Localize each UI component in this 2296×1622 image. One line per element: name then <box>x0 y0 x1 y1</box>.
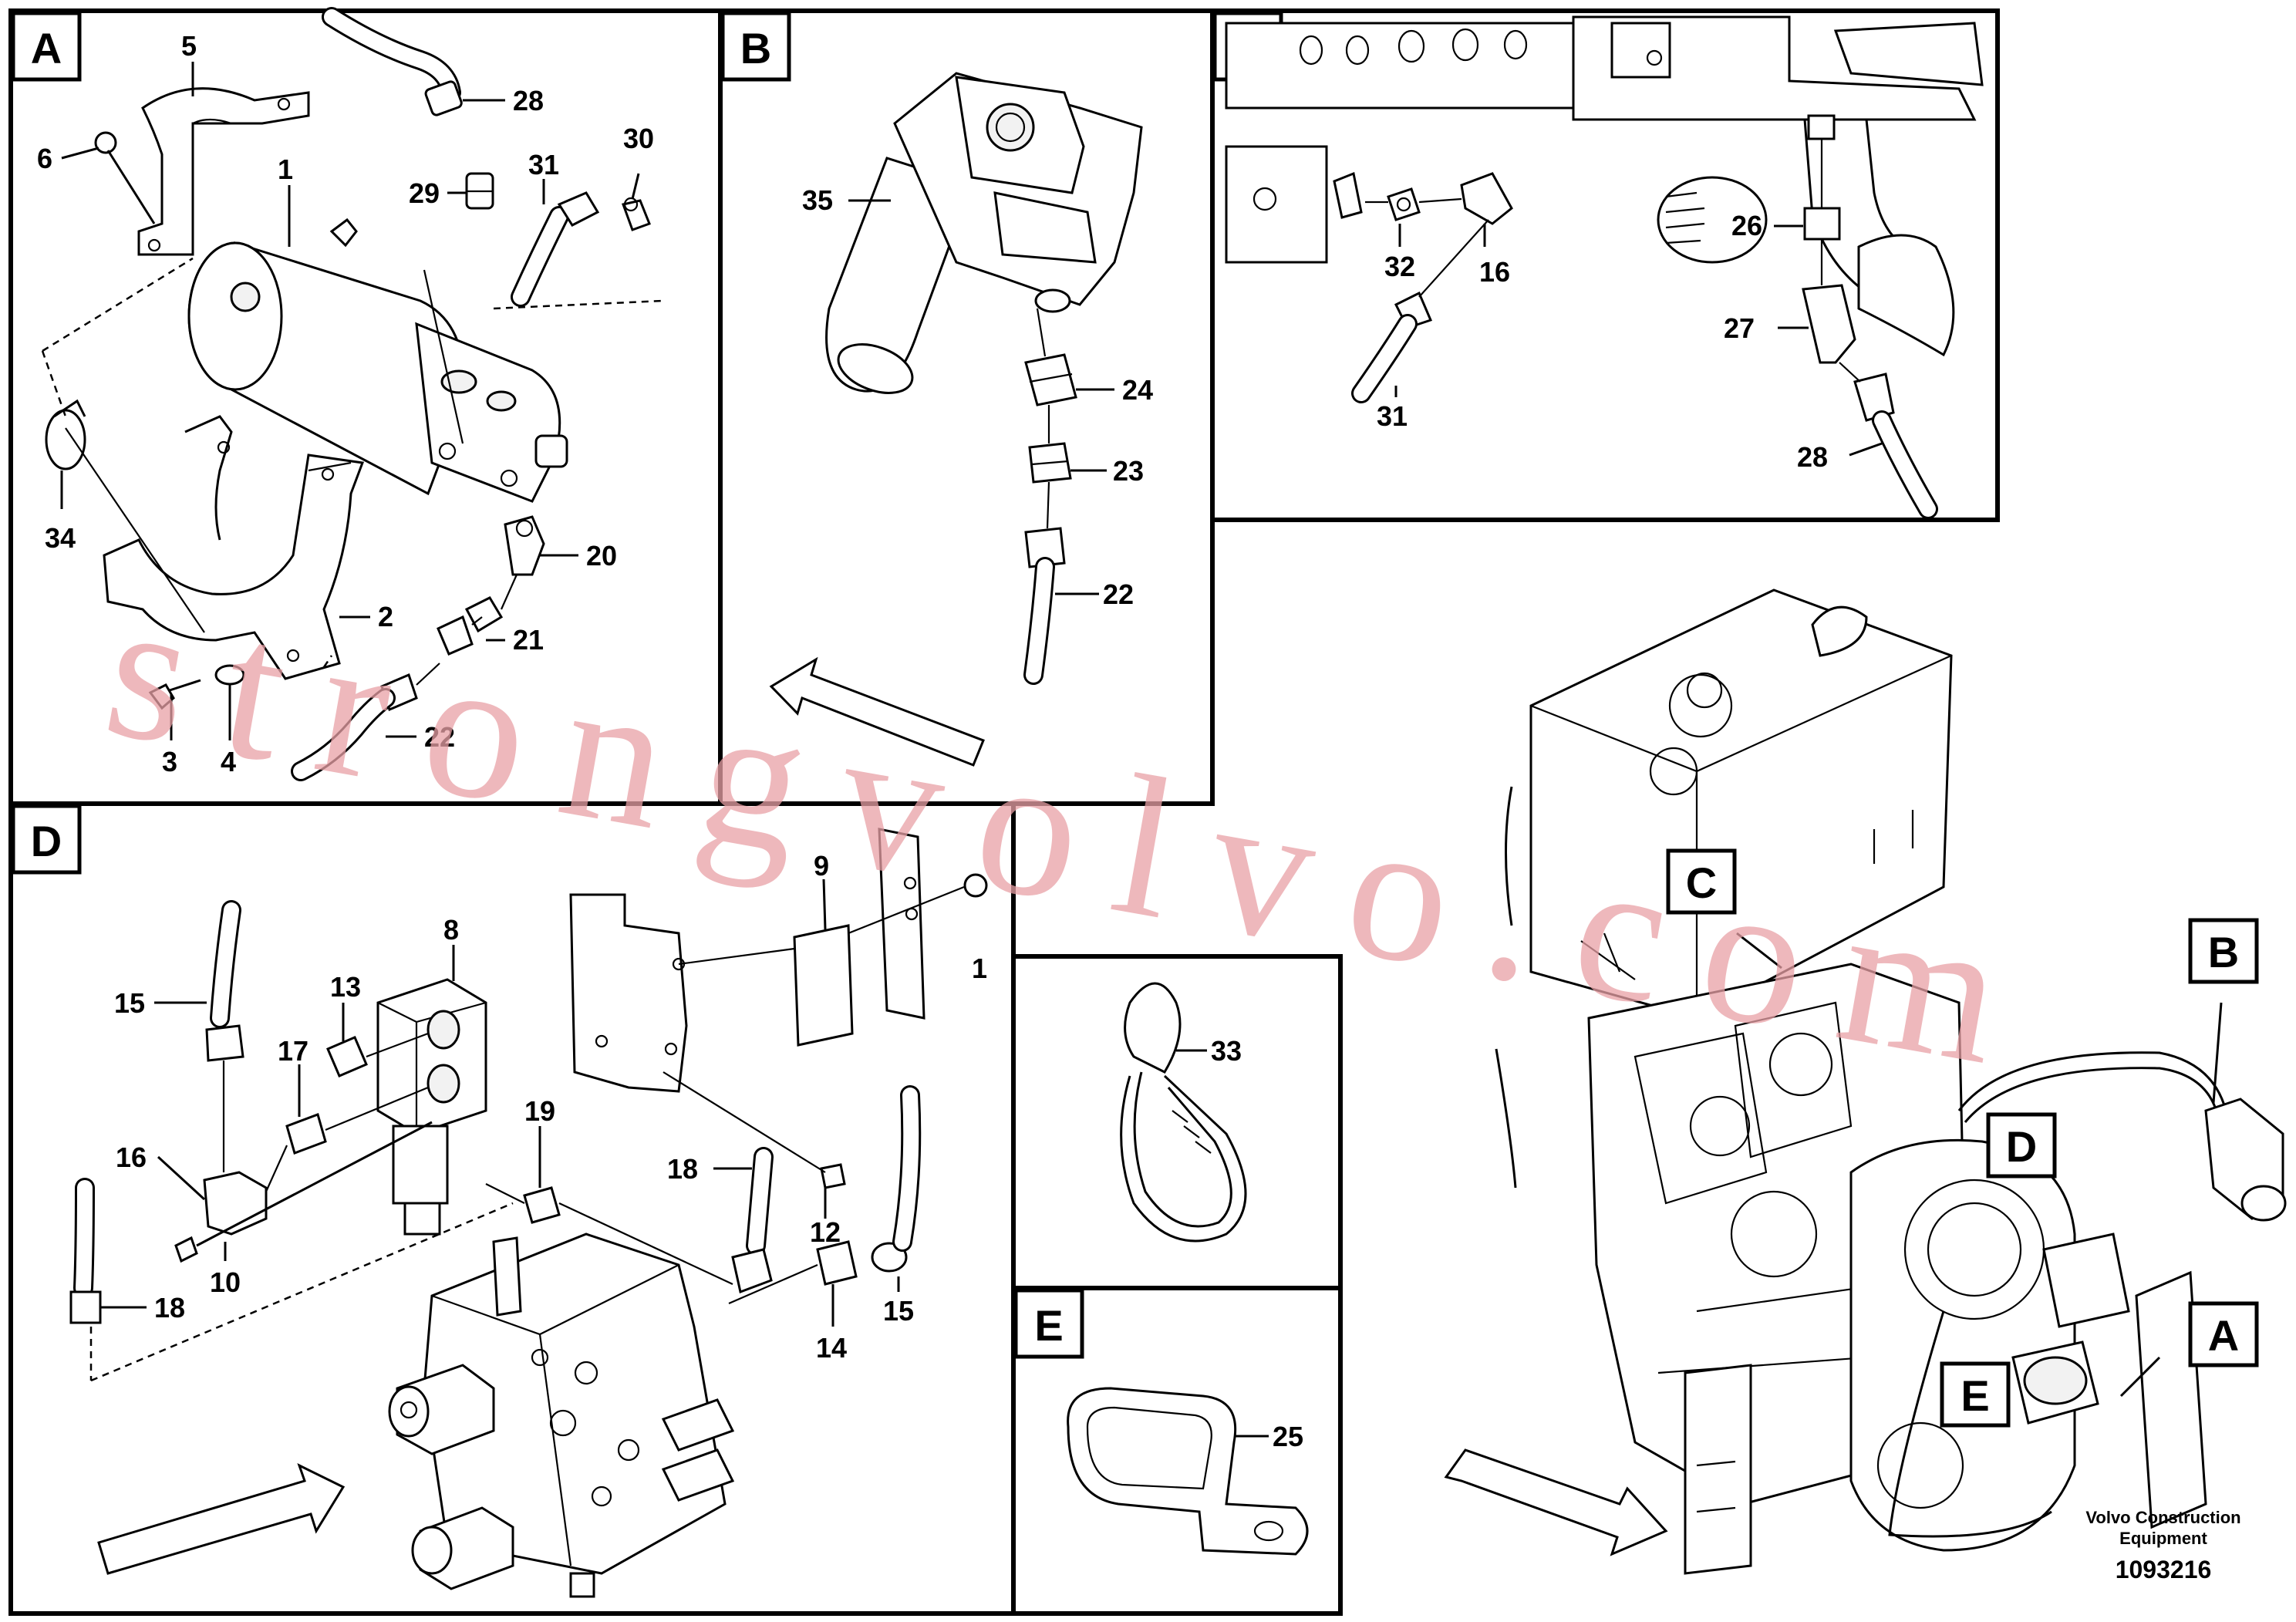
callout-21: 21 <box>513 624 544 656</box>
callout-28: 28 <box>1797 441 1828 473</box>
panel-label-e: E <box>1013 1288 1084 1359</box>
callout-24: 24 <box>1122 374 1153 406</box>
callout-30: 30 <box>623 123 654 154</box>
panel-d-callouts: 8 9 1 13 15 17 19 16 18 12 10 18 14 15 <box>114 850 987 1364</box>
panel-b-drawing <box>769 72 1143 767</box>
callout-29: 29 <box>409 177 440 209</box>
callout-16: 16 <box>116 1141 147 1173</box>
panel-e-drawing <box>1067 1387 1309 1556</box>
callout-15: 15 <box>114 987 145 1019</box>
panel-label-a: A <box>11 11 82 82</box>
panel-label-b: B <box>720 11 791 82</box>
panel-b-callouts: 35 24 23 22 <box>802 184 1153 610</box>
callout-18: 18 <box>154 1292 185 1324</box>
panel-a-drawing <box>41 7 664 781</box>
callout-6: 6 <box>37 143 52 174</box>
callout-35: 35 <box>802 184 833 216</box>
callout-12: 12 <box>810 1216 841 1248</box>
callout-2: 2 <box>378 601 393 632</box>
callout-10: 10 <box>210 1266 241 1298</box>
callout-8: 8 <box>443 914 459 946</box>
svg-text:C: C <box>1686 858 1717 907</box>
callout-28: 28 <box>513 85 544 116</box>
panel-c-callouts: 32 16 31 26 27 28 <box>1377 210 1828 473</box>
overview-label-c: C <box>1666 848 1737 915</box>
callout-32: 32 <box>1384 251 1415 282</box>
callout-1: 1 <box>278 153 293 185</box>
callout-31: 31 <box>528 149 559 180</box>
callout-17: 17 <box>278 1035 308 1067</box>
svg-text:B: B <box>740 24 771 73</box>
callout-23: 23 <box>1113 455 1144 487</box>
callout-18: 18 <box>667 1153 698 1185</box>
panel-a-callouts: 5 6 1 28 29 31 30 34 20 2 21 22 3 4 <box>37 30 654 777</box>
document-number: 1093216 <box>2116 1556 2212 1583</box>
callout-1: 1 <box>972 953 987 984</box>
callout-20: 20 <box>586 540 617 572</box>
svg-text:D: D <box>31 817 62 865</box>
callout-3: 3 <box>162 746 177 777</box>
svg-text:A: A <box>31 24 62 73</box>
callout-5: 5 <box>181 30 197 62</box>
callout-4: 4 <box>221 746 236 777</box>
callout-27: 27 <box>1724 312 1755 344</box>
callout-9: 9 <box>814 850 829 882</box>
brand-line-2: Equipment <box>2119 1529 2207 1548</box>
callout-25: 25 <box>1273 1421 1303 1452</box>
svg-text:A: A <box>2208 1311 2239 1360</box>
overview-label-a: A <box>2188 1301 2259 1367</box>
svg-text:B: B <box>2208 928 2239 976</box>
callout-14: 14 <box>816 1332 847 1364</box>
callout-26: 26 <box>1731 210 1762 241</box>
callout-19: 19 <box>524 1095 555 1127</box>
panel-c-drawing <box>1225 15 1984 519</box>
callout-34: 34 <box>45 522 76 554</box>
brand-line-1: Volvo Construction <box>2085 1508 2240 1527</box>
panel-label-d: D <box>11 804 82 875</box>
panel-d-drawing <box>69 828 988 1598</box>
svg-text:D: D <box>2006 1122 2037 1171</box>
svg-text:E: E <box>1961 1371 1989 1420</box>
callout-31: 31 <box>1377 400 1408 432</box>
callout-15: 15 <box>883 1295 914 1327</box>
panel-frames <box>8 8 2000 1616</box>
overview-label-e: E <box>1940 1361 2011 1428</box>
callout-16: 16 <box>1479 256 1510 288</box>
callout-22: 22 <box>1103 578 1134 610</box>
callout-33: 33 <box>1211 1035 1242 1067</box>
machine-overview <box>1444 588 2287 1575</box>
overview-label-b: B <box>2188 918 2259 984</box>
panel-cable-tie <box>1120 982 1247 1243</box>
callout-13: 13 <box>330 971 361 1003</box>
callout-22: 22 <box>424 721 455 753</box>
svg-text:E: E <box>1034 1301 1063 1350</box>
overview-label-d: D <box>1986 1112 2057 1179</box>
